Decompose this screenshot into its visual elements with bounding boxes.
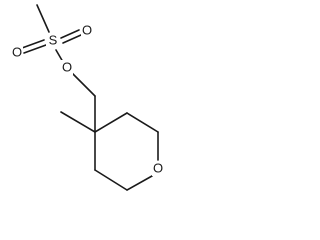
ring-oxygen-label: O (153, 160, 163, 175)
sulfonyl-oxygen-left-label: O (12, 44, 22, 59)
bond-ester-oxygen-methylene (70, 71, 96, 97)
bond-sulfur-oxygen-left-2 (23, 44, 47, 54)
ester-oxygen-atom: O (61, 59, 73, 75)
bond-ring-c3-c2 (126, 112, 159, 133)
bond-ring-c4-c3 (94, 112, 128, 133)
bond-ring-c6-c5 (94, 169, 128, 191)
bond-sulfur-oxygen-right-2 (62, 34, 82, 44)
chemical-structure: S O O O O (11, 4, 164, 191)
ester-oxygen-label: O (62, 59, 72, 74)
sulfonyl-oxygen-right-label: O (82, 22, 92, 37)
sulfur-label: S (49, 32, 58, 47)
sulfonyl-oxygen-right-atom: O (81, 22, 93, 38)
bond-sulfur-oxygen-right-1 (60, 29, 80, 39)
ring-oxygen-atom: O (152, 160, 164, 176)
bond-methyl-sulfur (36, 4, 50, 33)
sulfonyl-oxygen-left-atom: O (11, 44, 23, 61)
bond-ring-oxygen-c6 (126, 175, 153, 191)
bond-quaternary-carbon-methyl (60, 111, 96, 133)
bond-sulfur-oxygen-left-1 (21, 39, 45, 49)
sulfur-atom: S (46, 32, 59, 48)
